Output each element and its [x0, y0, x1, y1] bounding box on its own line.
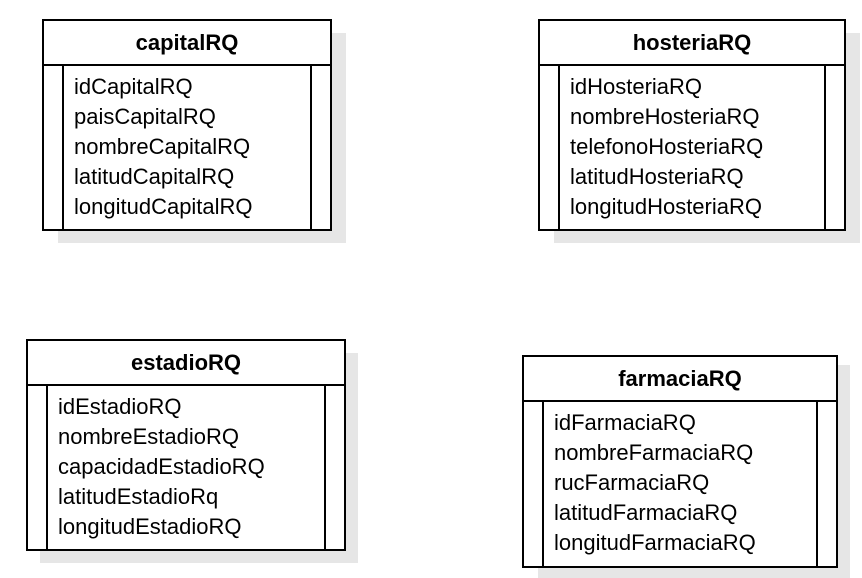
field-longitudcapitalrq: longitudCapitalRQ	[74, 194, 253, 219]
field-nombrecapitalrq: nombreCapitalRQ	[74, 134, 251, 159]
entity-hosteriarq[interactable]: hosteriaRQ idHosteriaRQ nombreHosteriaRQ…	[538, 19, 860, 243]
column-divider-right	[824, 66, 826, 229]
entity-estadiorq[interactable]: estadioRQ idEstadioRQ nombreEstadioRQ ca…	[26, 339, 358, 563]
field-paiscapitalrq: paisCapitalRQ	[74, 104, 216, 129]
entity-title: hosteriaRQ	[540, 21, 844, 66]
field-list: idCapitalRQ paisCapitalRQ nombreCapitalR…	[74, 72, 253, 222]
entity-box: hosteriaRQ idHosteriaRQ nombreHosteriaRQ…	[538, 19, 846, 231]
field-idhosteriarq: idHosteriaRQ	[570, 74, 703, 99]
field-rucfarmaciarq: rucFarmaciaRQ	[554, 470, 710, 495]
field-list: idHosteriaRQ nombreHosteriaRQ telefonoHo…	[570, 72, 763, 222]
entity-body: idHosteriaRQ nombreHosteriaRQ telefonoHo…	[540, 66, 844, 229]
entity-title: farmaciaRQ	[524, 357, 836, 402]
column-divider-left	[558, 66, 560, 229]
field-longitudfarmaciarq: longitudFarmaciaRQ	[554, 530, 756, 555]
entity-body: idFarmaciaRQ nombreFarmaciaRQ rucFarmaci…	[524, 402, 836, 566]
column-divider-left	[542, 402, 544, 566]
field-telefonohosteriarq: telefonoHosteriaRQ	[570, 134, 764, 159]
column-divider-left	[62, 66, 64, 229]
entity-box: estadioRQ idEstadioRQ nombreEstadioRQ ca…	[26, 339, 346, 551]
field-longitudestadiorq: longitudEstadioRQ	[58, 514, 242, 539]
field-latitudcapitalrq: latitudCapitalRQ	[74, 164, 235, 189]
entity-body: idCapitalRQ paisCapitalRQ nombreCapitalR…	[44, 66, 330, 229]
column-divider-left	[46, 386, 48, 549]
field-idestadiorq: idEstadioRQ	[58, 394, 182, 419]
field-idfarmaciarq: idFarmaciaRQ	[554, 410, 696, 435]
field-longitudhosteriarq: longitudHosteriaRQ	[570, 194, 762, 219]
field-list: idFarmaciaRQ nombreFarmaciaRQ rucFarmaci…	[554, 408, 756, 558]
field-nombreestadiorq: nombreEstadioRQ	[58, 424, 239, 449]
column-divider-right	[324, 386, 326, 549]
entity-body: idEstadioRQ nombreEstadioRQ capacidadEst…	[28, 386, 344, 549]
field-nombrehosteriarq: nombreHosteriaRQ	[570, 104, 760, 129]
field-list: idEstadioRQ nombreEstadioRQ capacidadEst…	[58, 392, 265, 542]
entity-capitalrq[interactable]: capitalRQ idCapitalRQ paisCapitalRQ nomb…	[42, 19, 346, 243]
field-latitudfarmaciarq: latitudFarmaciaRQ	[554, 500, 738, 525]
field-capacidadestadiorq: capacidadEstadioRQ	[58, 454, 265, 479]
entity-title: capitalRQ	[44, 21, 330, 66]
column-divider-right	[310, 66, 312, 229]
field-nombrefarmaciarq: nombreFarmaciaRQ	[554, 440, 754, 465]
field-latitudestadiorq: latitudEstadioRq	[58, 484, 219, 509]
field-idcapitalrq: idCapitalRQ	[74, 74, 193, 99]
entity-box: farmaciaRQ idFarmaciaRQ nombreFarmaciaRQ…	[522, 355, 838, 568]
entity-title: estadioRQ	[28, 341, 344, 386]
entity-farmaciarq[interactable]: farmaciaRQ idFarmaciaRQ nombreFarmaciaRQ…	[522, 355, 850, 578]
entity-box: capitalRQ idCapitalRQ paisCapitalRQ nomb…	[42, 19, 332, 231]
field-latitudhosteriarq: latitudHosteriaRQ	[570, 164, 744, 189]
column-divider-right	[816, 402, 818, 566]
